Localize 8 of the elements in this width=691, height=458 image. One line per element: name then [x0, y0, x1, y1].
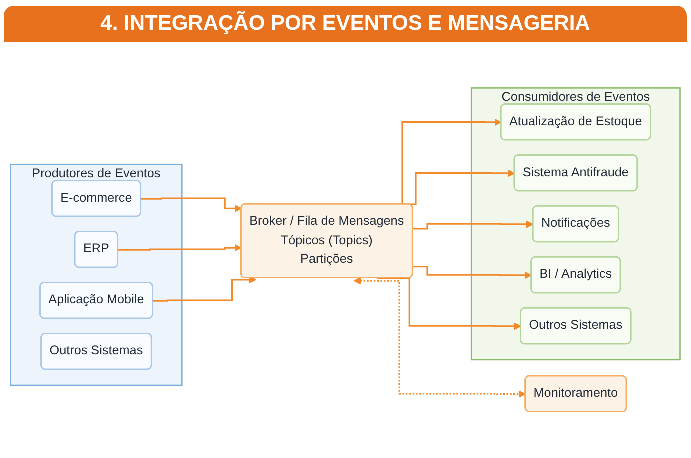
arrow	[141, 198, 242, 212]
arrow	[153, 276, 257, 302]
diagram-title: 4. INTEGRAÇÃO POR EVENTOS E MENSAGERIA	[4, 6, 687, 42]
arrow	[354, 277, 526, 398]
arrow	[413, 220, 534, 230]
arrow	[413, 266, 532, 280]
arrow	[118, 244, 242, 252]
arrow	[377, 278, 522, 330]
